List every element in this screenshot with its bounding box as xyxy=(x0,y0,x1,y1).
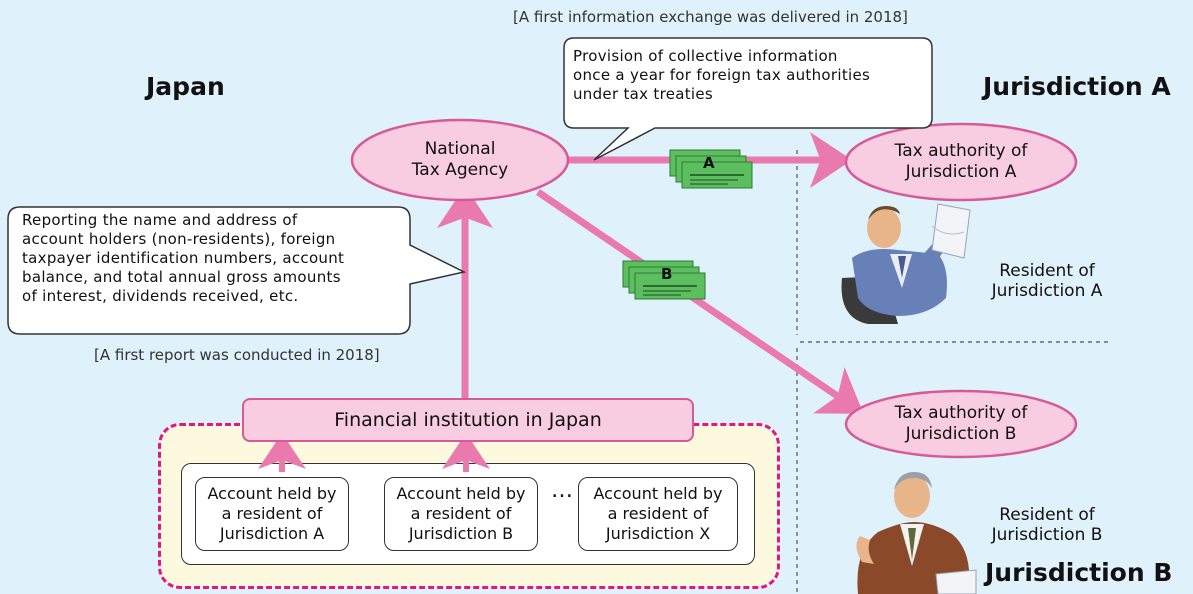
nta-line-1: National xyxy=(424,139,496,159)
account-a-line-2: a resident of xyxy=(221,504,323,523)
account-x-line-2: a resident of xyxy=(607,504,709,523)
resident-a-line-1: Resident of xyxy=(999,261,1095,281)
account-b-line-3: Jurisdiction B xyxy=(408,524,514,543)
region-jurisdiction-a: Jurisdiction A xyxy=(983,72,1171,101)
account-b-line-2: a resident of xyxy=(410,504,512,523)
provision-line-1: Provision of collective information xyxy=(573,47,838,65)
info-packet-b-label: B xyxy=(661,265,673,283)
account-x-line-3: Jurisdiction X xyxy=(605,524,711,543)
tax-b-label: Tax authority of Jurisdiction B xyxy=(846,391,1076,457)
account-x-line-1: Account held by xyxy=(593,484,723,503)
report-note: [A first report was conducted in 2018] xyxy=(94,346,380,364)
tax-b-ellipse xyxy=(844,389,1078,459)
tax-a-label: Tax authority of Jurisdiction A xyxy=(846,124,1076,200)
reporting-line-3: taxpayer identification numbers, account xyxy=(22,249,345,267)
reporting-line-2: account holders (non-residents), foreign xyxy=(22,230,336,248)
resident-a-label: Resident of Jurisdiction A xyxy=(967,261,1127,301)
account-a-line-1: Account held by xyxy=(207,484,337,503)
accounts-ellipsis: … xyxy=(551,478,573,503)
info-packet-a-label: A xyxy=(703,154,715,172)
exchange-note: [A first information exchange was delive… xyxy=(513,8,908,26)
reporting-line-4: balance, and total annual gross amounts xyxy=(22,268,341,286)
nta-line-2: Tax Agency xyxy=(411,160,509,180)
region-jurisdiction-b: Jurisdiction B xyxy=(985,558,1173,587)
nta-label: National Tax Agency xyxy=(352,120,568,200)
tax-b-line-2: Jurisdiction B xyxy=(905,424,1017,444)
account-a-line-3: Jurisdiction A xyxy=(219,524,325,543)
resident-a-illustration xyxy=(841,203,971,324)
provision-line-2: once a year for foreign tax authorities xyxy=(573,66,871,84)
provision-callout-text: Provision of collective information once… xyxy=(573,47,928,104)
reporting-line-5: of interest, dividends received, etc. xyxy=(22,287,299,305)
tax-a-ellipse xyxy=(844,122,1078,202)
tax-b-line-1: Tax authority of xyxy=(894,403,1028,423)
tax-a-line-2: Jurisdiction A xyxy=(905,162,1017,182)
reporting-callout-text: Reporting the name and address of accoun… xyxy=(22,211,410,306)
financial-institution-box: Financial institution in Japan xyxy=(242,398,694,442)
resident-b-line-2: Jurisdiction B xyxy=(991,525,1103,545)
resident-a-line-2: Jurisdiction A xyxy=(991,281,1103,301)
account-b-line-1: Account held by xyxy=(396,484,526,503)
region-japan: Japan xyxy=(146,72,225,101)
resident-b-illustration xyxy=(856,472,977,594)
provision-line-3: under tax treaties xyxy=(573,85,714,103)
info-packet-b-graphic xyxy=(622,260,706,300)
resident-b-line-1: Resident of xyxy=(999,505,1095,525)
account-box-b: Account held by a resident of Jurisdicti… xyxy=(384,477,538,551)
info-packet-a-graphic xyxy=(669,149,753,189)
account-box-a: Account held by a resident of Jurisdicti… xyxy=(195,477,349,551)
reporting-line-1: Reporting the name and address of xyxy=(22,211,298,229)
nta-ellipse xyxy=(350,118,570,202)
resident-b-label: Resident of Jurisdiction B xyxy=(967,505,1127,545)
tax-a-line-1: Tax authority of xyxy=(894,141,1028,161)
account-box-x: Account held by a resident of Jurisdicti… xyxy=(578,477,738,551)
